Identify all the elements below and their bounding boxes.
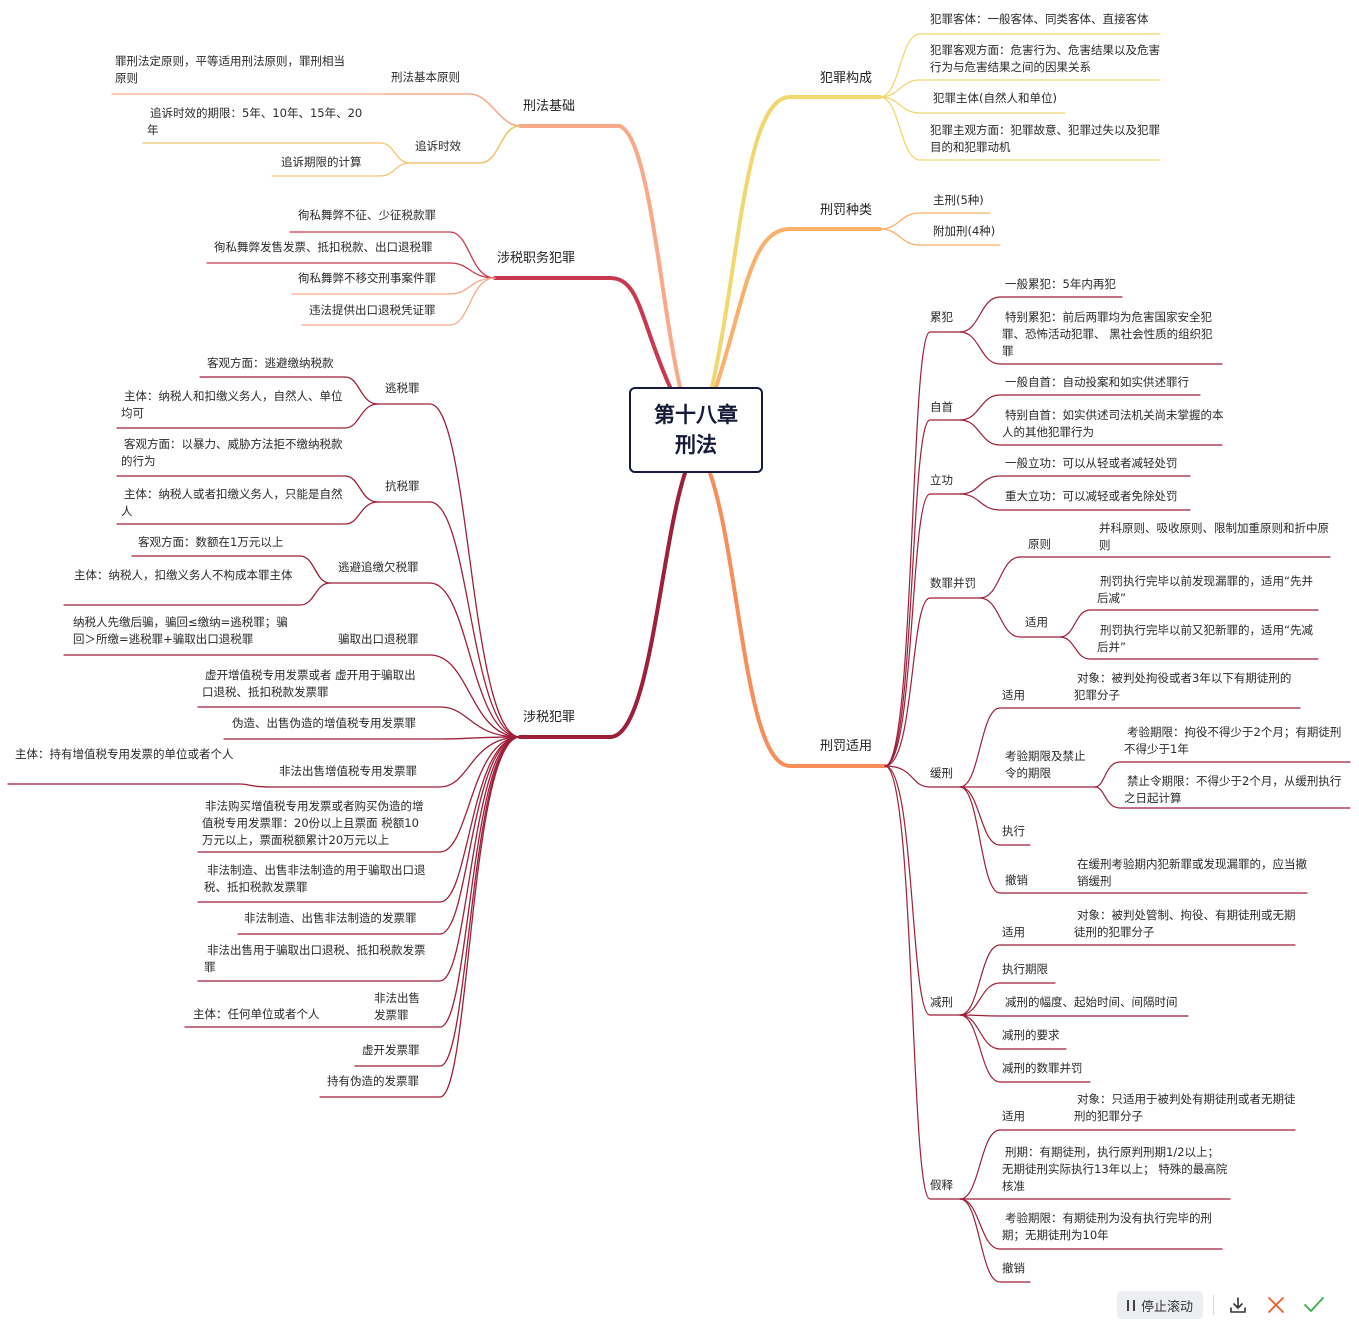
node-pianqu-tuishui[interactable]: 骗取出口退税罪	[338, 632, 419, 646]
node-goucheng-item[interactable]: 犯罪主观方面：犯罪故意、犯罪过失以及犯罪目的和犯罪动机	[930, 123, 1160, 154]
node-pianqu-detail[interactable]: 纳税人先缴后骗，骗回≤缴纳=逃税罪；骗回＞所缴=逃税罪+骗取出口退税罪	[73, 615, 288, 646]
node-ligong[interactable]: 立功	[930, 473, 953, 487]
branch-shesui-zhiwu[interactable]: 涉税职务犯罪	[497, 251, 576, 266]
node-shuzui-bingfa[interactable]: 数罪并罚	[930, 576, 976, 590]
node-kangshui-keguan[interactable]: 客观方面：以暴力、威胁方法拒不缴纳税款的行为	[121, 437, 343, 468]
node-huanxing-chexiao-detail[interactable]: 在缓刑考验期内犯新罪或发现漏罪的，应当撤销缓刑	[1077, 857, 1307, 888]
node-taoshui-zhuti[interactable]: 主体：纳税人和扣缴义务人，自然人、单位均可	[121, 389, 343, 420]
node-shesui-item[interactable]: 持有伪造的发票罪	[327, 1074, 419, 1088]
central-topic-line1: 第十八章	[654, 403, 738, 427]
bottom-toolbar: 停止滚动	[1117, 1290, 1328, 1320]
node-zhuisu-jisuan[interactable]: 追诉期限的计算	[281, 155, 362, 169]
node-jinzhiling-qixian[interactable]: 禁止令期限：不得少于2个月，从缓刑执行之日起计算	[1124, 774, 1342, 805]
node-shuzui-yuanze-detail[interactable]: 并科原则、吸收原则、限制加重原则和折中原则	[1099, 521, 1329, 552]
node-fujiaxing[interactable]: 附加刑(4种)	[933, 224, 996, 238]
branch-shesui-fanzui[interactable]: 涉税犯罪	[523, 710, 576, 725]
node-kangshui[interactable]: 抗税罪	[385, 479, 420, 493]
node-jianxing-item[interactable]: 减刑的数罪并罚	[1002, 1061, 1083, 1075]
node-taobi-zhuijiao[interactable]: 逃避追缴欠税罪	[338, 560, 419, 574]
node-jianxing-duixiang[interactable]: 对象：被判处管制、拘役、有期徒刑或无期徒刑的犯罪分子	[1074, 908, 1296, 939]
node-shuzui-shiyong[interactable]: 适用	[1025, 615, 1048, 629]
node-goucheng-item[interactable]: 犯罪主体(自然人和单位)	[933, 91, 1057, 105]
node-jiben-yuanze-detail[interactable]: 罪刑法定原则，平等适用刑法原则，罪刑相当原则	[115, 54, 345, 85]
node-zhiwu-item[interactable]: 徇私舞弊发售发票、抵扣税款、出口退税罪	[214, 240, 433, 254]
node-jianxing-item[interactable]: 执行期限	[1002, 962, 1048, 976]
node-xianjian-houbing[interactable]: 刑罚执行完毕以前又犯新罪的，适用“先减后并”	[1097, 623, 1313, 654]
node-huanxing-duixiang[interactable]: 对象：被判处拘役或者3年以下有期徒刑的犯罪分子	[1074, 671, 1292, 702]
node-jianxing-item[interactable]: 减刑的要求	[1002, 1028, 1060, 1042]
node-tebie-leifan[interactable]: 特别累犯：前后两罪均为危害国家安全犯罪、恐怖活动犯罪、 黑社会性质的组织犯罪	[1002, 310, 1213, 358]
node-taobi-zhuti[interactable]: 主体：纳税人，扣缴义务人不构成本罪主体	[74, 568, 293, 582]
node-shesui-item[interactable]: 虚开增值税专用发票或者 虚开用于骗取出口退税、抵扣税款发票罪	[202, 668, 416, 699]
node-fapiao-zhuti[interactable]: 主体：任何单位或者个人	[193, 1007, 320, 1021]
node-huanxing[interactable]: 缓刑	[930, 766, 953, 780]
node-yiban-zishou[interactable]: 一般自首：自动投案和如实供述罪行	[1005, 375, 1189, 389]
node-jiashi-kaoyan[interactable]: 考验期限：有期徒刑为没有执行完毕的刑期；无期徒刑为10年	[1002, 1211, 1212, 1242]
node-taoshui[interactable]: 逃税罪	[385, 381, 420, 395]
node-huanxing-zhixing[interactable]: 执行	[1002, 824, 1025, 838]
branch-xingfa-jichu[interactable]: 刑法基础	[523, 99, 576, 114]
central-topic-line2: 刑法	[675, 433, 717, 457]
check-icon	[1304, 1297, 1324, 1312]
node-taoshui-keguan[interactable]: 客观方面：逃避缴纳税款	[207, 356, 334, 370]
toolbar-divider	[1213, 1295, 1215, 1315]
node-kangshui-zhuti[interactable]: 主体：纳税人或者扣缴义务人，只能是自然人	[121, 487, 343, 518]
node-leifan[interactable]: 累犯	[930, 310, 953, 324]
node-tebie-zishou[interactable]: 特别自首：如实供述司法机关尚未掌握的本人的其他犯罪行为	[1002, 408, 1224, 439]
stop-scroll-label: 停止滚动	[1141, 1299, 1194, 1315]
node-xianbing-houjian[interactable]: 刑罚执行完毕以前发现漏罪的，适用“先并后减”	[1097, 574, 1313, 605]
node-zhiwu-item[interactable]: 违法提供出口退税凭证罪	[309, 303, 436, 317]
pause-icon	[1127, 1299, 1135, 1311]
node-jiashi-chexiao[interactable]: 撤销	[1002, 1261, 1025, 1275]
node-zhuisu-shixiao[interactable]: 追诉时效	[415, 139, 461, 153]
node-jiashi-shiyong[interactable]: 适用	[1002, 1109, 1025, 1123]
node-taobi-keguan[interactable]: 客观方面：数额在1万元以上	[138, 535, 284, 549]
node-yiban-leifan[interactable]: 一般累犯：5年内再犯	[1005, 277, 1116, 291]
node-jianxing[interactable]: 减刑	[930, 995, 953, 1009]
node-zishou[interactable]: 自首	[930, 400, 953, 414]
branch-fanzui-goucheng[interactable]: 犯罪构成	[820, 71, 873, 86]
node-zhuisu-qixian[interactable]: 追诉时效的期限：5年、10年、15年、20年	[147, 106, 363, 137]
node-kaoyan-qixian[interactable]: 考验期限：拘役不得少于2个月；有期徒刑不得少于1年	[1124, 725, 1342, 756]
node-shesui-item[interactable]: 非法出售增值税专用发票罪	[279, 764, 417, 778]
node-huanxing-qixian[interactable]: 考验期限及禁止令的期限	[1005, 749, 1086, 780]
node-shesui-item[interactable]: 非法购买增值税专用发票或者购买伪造的增值税专用发票罪：20份以上且票面 税额10…	[202, 799, 424, 847]
reject-button[interactable]	[1262, 1291, 1290, 1319]
node-jiashi[interactable]: 假释	[930, 1178, 953, 1192]
node-shesui-item[interactable]: 非法制造、出售非法制造的用于骗取出口退税、抵扣税款发票罪	[204, 863, 426, 894]
download-button[interactable]	[1224, 1291, 1252, 1319]
close-icon	[1268, 1297, 1284, 1313]
accept-button[interactable]	[1300, 1291, 1328, 1319]
stop-scroll-button[interactable]: 停止滚动	[1117, 1291, 1204, 1319]
node-shesui-item[interactable]: 虚开发票罪	[362, 1043, 420, 1057]
node-zhuxing[interactable]: 主刑(5种)	[933, 193, 984, 207]
node-zhiwu-item[interactable]: 徇私舞弊不移交刑事案件罪	[298, 271, 436, 285]
node-shesui-item[interactable]: 非法出售发票罪	[374, 991, 420, 1022]
node-goucheng-item[interactable]: 犯罪客观方面：危害行为、危害结果以及危害 行为与危害结果之间的因果关系	[930, 43, 1160, 74]
node-feifa-zhuti[interactable]: 主体：持有增值税专用发票的单位或者个人	[15, 747, 234, 761]
node-shuzui-yuanze[interactable]: 原则	[1028, 537, 1051, 551]
node-jiben-yuanze[interactable]: 刑法基本原则	[391, 70, 460, 84]
node-jiashi-duixiang[interactable]: 对象：只适用于被判处有期徒刑或者无期徒刑的犯罪分子	[1074, 1092, 1296, 1123]
node-jianxing-shiyong[interactable]: 适用	[1002, 925, 1025, 939]
node-huanxing-chexiao[interactable]: 撤销	[1005, 873, 1028, 887]
node-shesui-item[interactable]: 非法出售用于骗取出口退税、抵扣税款发票罪	[204, 943, 426, 974]
branch-xingfa-shiyong[interactable]: 刑罚适用	[820, 739, 873, 754]
node-huanxing-shiyong[interactable]: 适用	[1002, 688, 1025, 702]
node-zhongda-ligong[interactable]: 重大立功：可以减轻或者免除处罚	[1005, 489, 1178, 503]
node-jianxing-item[interactable]: 减刑的幅度、起始时间、间隔时间	[1005, 995, 1178, 1009]
node-shesui-item[interactable]: 非法制造、出售非法制造的发票罪	[244, 911, 417, 925]
branch-xingfa-zhonglei[interactable]: 刑罚种类	[820, 203, 873, 218]
download-icon	[1230, 1297, 1246, 1313]
node-yiban-ligong[interactable]: 一般立功：可以从轻或者减轻处罚	[1005, 456, 1178, 470]
node-shesui-item[interactable]: 伪造、出售伪造的增值税专用发票罪	[232, 716, 416, 730]
node-goucheng-item[interactable]: 犯罪客体：一般客体、同类客体、直接客体	[930, 12, 1149, 26]
node-zhiwu-item[interactable]: 徇私舞弊不征、少征税款罪	[298, 208, 436, 222]
node-jiashi-xingqi[interactable]: 刑期：有期徒刑，执行原判刑期1/2以上；无期徒刑实际执行13年以上； 特殊的最高…	[1002, 1145, 1228, 1193]
central-topic[interactable]: 第十八章 刑法	[629, 387, 763, 473]
